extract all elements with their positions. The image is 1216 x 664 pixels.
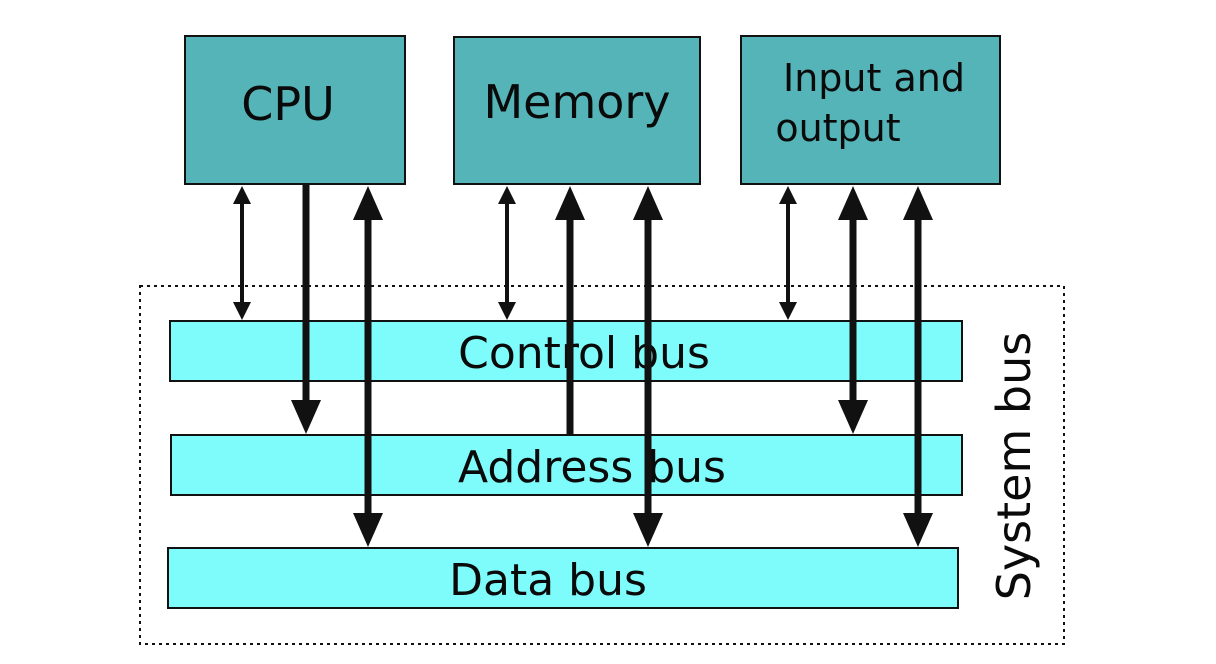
memory-control-arrow-head-down: [498, 302, 516, 320]
memory-control-arrow-head-up: [498, 186, 516, 204]
bus-connections: [233, 184, 933, 547]
cpu-control-arrow-head-up: [233, 186, 251, 204]
io-box: Input and output: [740, 35, 1001, 185]
address-bus-label: Address bus: [458, 442, 726, 493]
memory-data-arrow-head-down: [633, 513, 663, 547]
cpu-address-arrow-head-down: [291, 400, 321, 434]
memory-address-arrow-head-up: [555, 186, 585, 220]
data-bus-label: Data bus: [449, 555, 647, 606]
memory-data-arrow-head-up: [633, 186, 663, 220]
control-bus-bar: [169, 320, 963, 382]
address-bus: Address bus: [170, 434, 963, 496]
cpu-box: CPU: [184, 35, 406, 185]
control-bus: Control bus: [169, 320, 963, 382]
io-label-line2: output: [775, 106, 900, 150]
memory-box-rect: [453, 36, 701, 185]
io-label-line1: Input and: [783, 56, 965, 100]
cpu-box-rect: [184, 35, 406, 185]
control-bus-label: Control bus: [458, 328, 710, 379]
io-address-arrow-head-up: [838, 186, 868, 220]
io-control-arrow-head-down: [779, 302, 797, 320]
memory-label: Memory: [483, 75, 670, 129]
cpu-data-arrow-head-down: [353, 513, 383, 547]
io-control-arrow-head-up: [779, 186, 797, 204]
io-data-arrow-head-up: [903, 186, 933, 220]
memory-box: Memory: [453, 36, 701, 185]
io-address-arrow-head-down: [838, 400, 868, 434]
system-bus-label: System bus: [987, 332, 1041, 600]
io-box-rect: [740, 35, 1001, 185]
data-bus-bar: [167, 547, 959, 609]
data-bus: Data bus: [167, 547, 959, 609]
io-data-arrow-head-down: [903, 513, 933, 547]
address-bus-bar: [170, 434, 963, 496]
cpu-data-arrow-head-up: [353, 186, 383, 220]
cpu-label: CPU: [241, 77, 335, 131]
cpu-control-arrow-head-down: [233, 302, 251, 320]
system-bus-container: [139, 285, 1065, 645]
